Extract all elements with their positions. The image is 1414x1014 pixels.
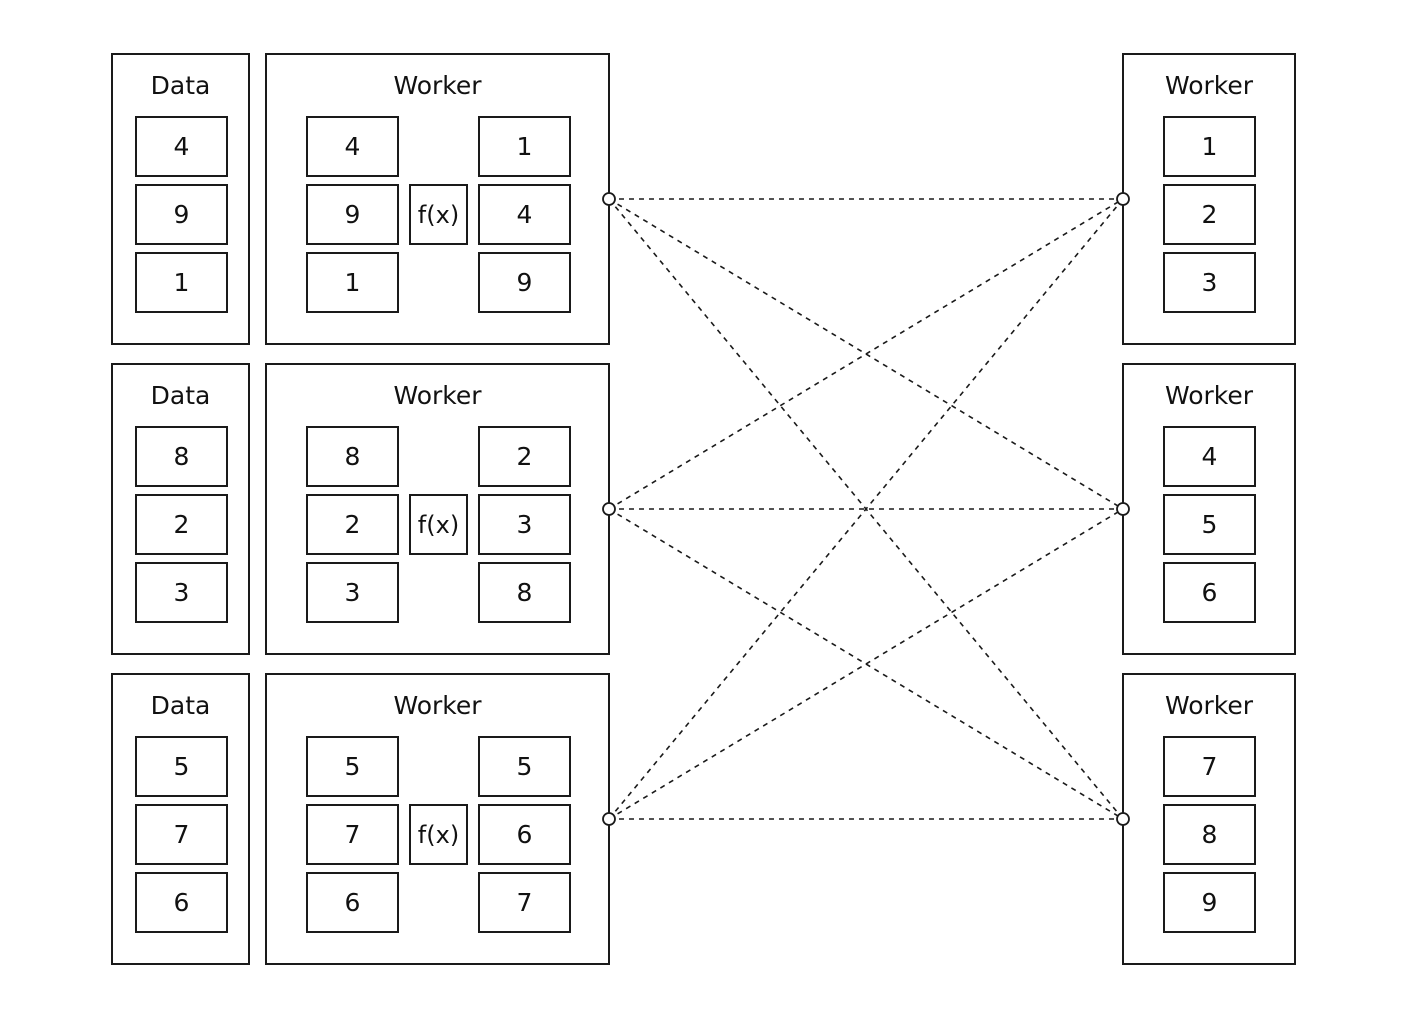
worker-panel-title: Worker: [393, 381, 482, 410]
worker-result-cell: 7: [1163, 736, 1256, 797]
data-panel-title: Data: [150, 381, 211, 410]
worker-panel-title: Worker: [393, 691, 482, 720]
connection-line-2-to-3: [608, 508, 1124, 820]
data-cell: 6: [135, 872, 228, 933]
data-cell: 3: [135, 562, 228, 623]
worker-input-cell: 4: [306, 116, 399, 177]
worker-output-cell: 1: [478, 116, 571, 177]
worker-input-cell: 7: [306, 804, 399, 865]
connection-line-3-to-1: [608, 198, 1124, 820]
worker-result-cell: 8: [1163, 804, 1256, 865]
worker-result-cell: 5: [1163, 494, 1256, 555]
worker-panel-left-2: Worker 8 2 3 f(x) 2 3 8: [265, 363, 610, 655]
worker-output-cell: 4: [478, 184, 571, 245]
data-panel-title: Data: [150, 71, 211, 100]
worker-input-cell: 6: [306, 872, 399, 933]
worker-output-cell: 6: [478, 804, 571, 865]
connection-line-3-to-2: [608, 508, 1124, 820]
worker-result-cell: 1: [1163, 116, 1256, 177]
data-cell: 9: [135, 184, 228, 245]
data-cell: 8: [135, 426, 228, 487]
worker-output-cell: 2: [478, 426, 571, 487]
worker-panel-left-3: Worker 5 7 6 f(x) 5 6 7: [265, 673, 610, 965]
data-panel-1: Data 4 9 1: [111, 53, 250, 345]
worker-panel-title: Worker: [1164, 381, 1254, 410]
worker-panel-right-2: Worker 4 5 6: [1122, 363, 1296, 655]
worker-output-cell: 5: [478, 736, 571, 797]
worker-panel-left-1: Worker 4 9 1 f(x) 1 4 9: [265, 53, 610, 345]
worker-output-cell: 3: [478, 494, 571, 555]
data-panel-2: Data 8 2 3: [111, 363, 250, 655]
worker-panel-title: Worker: [393, 71, 482, 100]
worker-result-cell: 6: [1163, 562, 1256, 623]
data-cell: 2: [135, 494, 228, 555]
worker-output-cell: 8: [478, 562, 571, 623]
worker-result-cell: 2: [1163, 184, 1256, 245]
worker-output-cell: 9: [478, 252, 571, 313]
worker-input-cell: 3: [306, 562, 399, 623]
worker-result-cell: 3: [1163, 252, 1256, 313]
worker-input-cell: 5: [306, 736, 399, 797]
connection-line-1-to-3: [608, 198, 1124, 820]
data-cell: 5: [135, 736, 228, 797]
worker-input-cell: 2: [306, 494, 399, 555]
worker-panel-title: Worker: [1164, 691, 1254, 720]
function-box: f(x): [409, 804, 468, 865]
worker-input-cell: 9: [306, 184, 399, 245]
worker-panel-title: Worker: [1164, 71, 1254, 100]
worker-result-cell: 9: [1163, 872, 1256, 933]
data-cell: 4: [135, 116, 228, 177]
function-box: f(x): [409, 184, 468, 245]
connection-line-1-to-2: [608, 198, 1124, 510]
worker-input-cell: 1: [306, 252, 399, 313]
worker-result-cell: 4: [1163, 426, 1256, 487]
data-panel-title: Data: [150, 691, 211, 720]
worker-input-cell: 8: [306, 426, 399, 487]
function-box: f(x): [409, 494, 468, 555]
worker-panel-right-3: Worker 7 8 9: [1122, 673, 1296, 965]
data-panel-3: Data 5 7 6: [111, 673, 250, 965]
data-cell: 7: [135, 804, 228, 865]
worker-panel-right-1: Worker 1 2 3: [1122, 53, 1296, 345]
worker-output-cell: 7: [478, 872, 571, 933]
data-cell: 1: [135, 252, 228, 313]
connection-line-2-to-1: [608, 198, 1124, 510]
